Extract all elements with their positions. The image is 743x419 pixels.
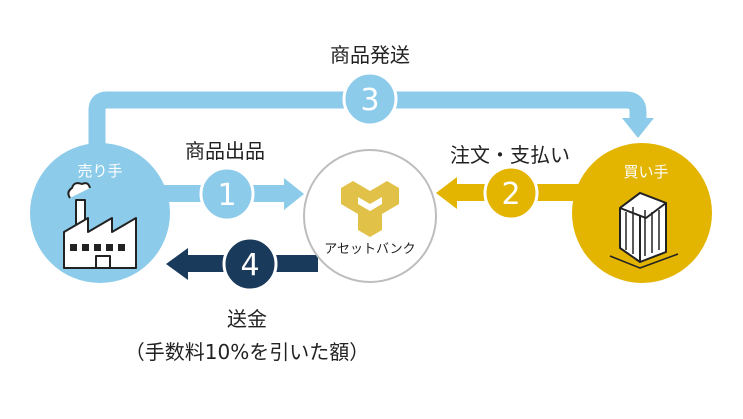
platform-label: アセットバンク [324, 242, 415, 257]
buyer-label: 買い手 [623, 163, 668, 181]
step-3-number: 3 [360, 83, 379, 118]
step-1-number: 1 [217, 178, 236, 213]
remit-label: 送金 [227, 307, 267, 331]
step-3-badge: 3 [342, 71, 398, 127]
order-label: 注文・支払い [450, 143, 570, 167]
step-2-number: 2 [501, 177, 520, 212]
platform-node: アセットバンク [303, 149, 437, 283]
buyer-node: 買い手 [572, 143, 712, 283]
seller-node: 売り手 [30, 143, 170, 283]
step-4-number: 4 [240, 248, 259, 283]
remit-note: （手数料10%を引いた額） [125, 340, 369, 364]
step-2-badge: 2 [483, 165, 539, 221]
step-4-badge: 4 [222, 236, 278, 292]
seller-label: 売り手 [77, 162, 122, 180]
asset-bank-logo-icon [341, 181, 399, 237]
ship-label: 商品発送 [330, 43, 410, 67]
office-building-icon [609, 192, 679, 269]
step-1-badge: 1 [199, 166, 255, 222]
factory-icon [63, 182, 137, 269]
list-label: 商品出品 [185, 139, 265, 163]
